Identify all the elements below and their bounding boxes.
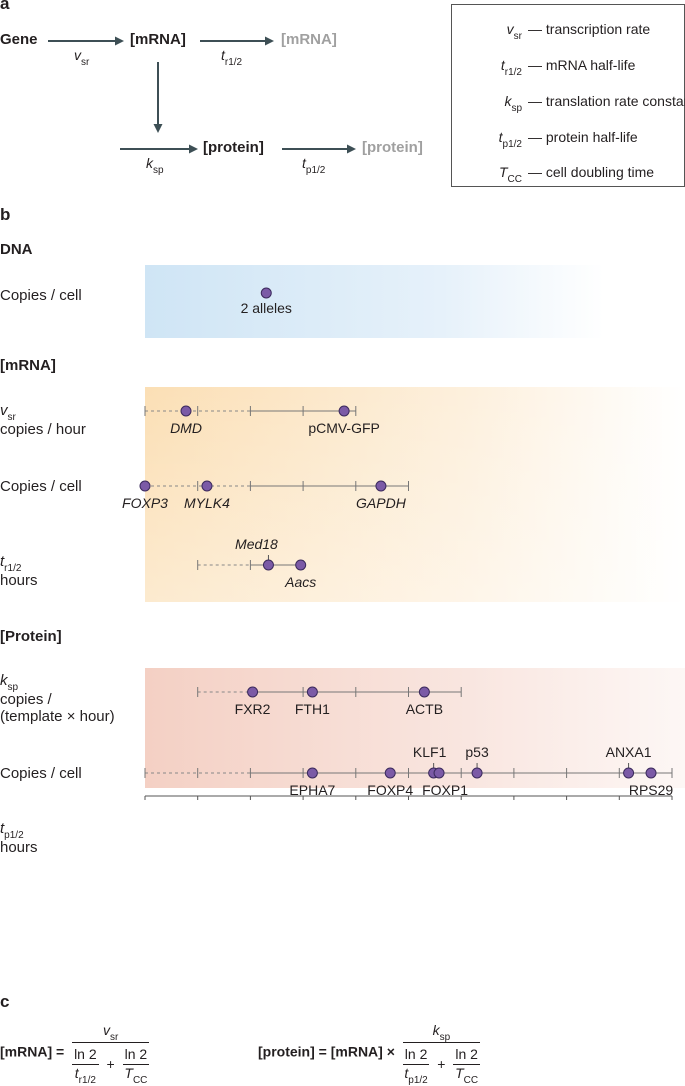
data-point (471, 767, 483, 779)
legend-row: tp1/2— protein half-life (498, 129, 638, 150)
point-label: FOXP3 (122, 495, 168, 511)
point-label: ACTB (406, 701, 443, 717)
data-point (338, 405, 350, 417)
mrna-band-fade (145, 387, 685, 602)
gene-node: Gene (0, 31, 38, 48)
point-label: EPHA7 (289, 782, 335, 798)
panel-c-label: c (0, 992, 10, 1011)
data-point (375, 480, 387, 492)
data-point (384, 767, 396, 779)
panel-a-label: a (0, 0, 10, 13)
data-point (139, 480, 151, 492)
section-protein: [Protein] (0, 628, 62, 645)
legend-row: vsr— transcription rate (506, 21, 651, 42)
mrna-degraded-node: [mRNA] (281, 31, 337, 48)
panel-b-label: b (0, 205, 11, 224)
row-label-mrna-copies: Copies / cell (0, 478, 82, 495)
data-point (260, 287, 272, 299)
data-point (306, 686, 318, 698)
data-point (306, 767, 318, 779)
point-label: RPS29 (629, 782, 674, 798)
point-label: GAPDH (356, 495, 407, 511)
point-label: FXR2 (235, 701, 271, 717)
tp-arrow-label: tp1/2 (302, 155, 326, 176)
protein-degraded-node: [protein] (362, 139, 423, 156)
data-point (180, 405, 192, 417)
legend-row: TCC— cell doubling time (498, 164, 655, 185)
point-label: 2 alleles (241, 300, 292, 316)
row-label-dna-copies: Copies / cell (0, 287, 82, 304)
point-label: Aacs (284, 574, 316, 590)
data-point (262, 559, 274, 571)
point-label: FOXP4 (367, 782, 413, 798)
mrna-node: [mRNA] (130, 31, 186, 48)
legend-row: tr1/2— mRNA half-life (500, 57, 636, 78)
vsr-arrow-label: vsr (74, 47, 90, 68)
point-label: KLF1 (413, 744, 447, 760)
chart-row: FOXP3 MYLK4 GAPDH (122, 480, 409, 511)
ksp-arrow-label: ksp (146, 155, 164, 176)
chart-row: DMD pCMV-GFP (144, 405, 380, 436)
data-point (201, 480, 213, 492)
symbol-legend: vsr— transcription rate tr1/2— mRNA half… (451, 4, 685, 187)
abundance-chart: 10−210−1100101102103104105106107108 2 al… (122, 265, 685, 800)
point-label: p53 (465, 744, 489, 760)
data-point (645, 767, 657, 779)
point-label: Med18 (235, 536, 278, 552)
point-label: MYLK4 (184, 495, 230, 511)
point-label: ANXA1 (606, 744, 652, 760)
chart-row: FXR2 FTH1 ACTB (197, 686, 462, 717)
section-mrna: [mRNA] (0, 357, 56, 374)
point-label: FTH1 (295, 701, 330, 717)
legend-row: ksp— translation rate constant (504, 93, 685, 114)
protein-node: [protein] (203, 139, 264, 156)
data-point (295, 559, 307, 571)
chart-row: 2 alleles (241, 287, 292, 316)
protein-band (145, 668, 685, 788)
point-label: pCMV-GFP (308, 420, 380, 436)
data-point (433, 767, 445, 779)
point-label: DMD (170, 420, 202, 436)
point-label: FOXP1 (422, 782, 468, 798)
section-dna: DNA (0, 241, 33, 258)
data-point (623, 767, 635, 779)
row-label-protein-copies: Copies / cell (0, 765, 82, 782)
tr-arrow-label: tr1/2 (221, 47, 243, 68)
panel-a-arrows (48, 36, 356, 154)
data-point (418, 686, 430, 698)
data-point (247, 686, 259, 698)
dna-band (145, 265, 685, 338)
